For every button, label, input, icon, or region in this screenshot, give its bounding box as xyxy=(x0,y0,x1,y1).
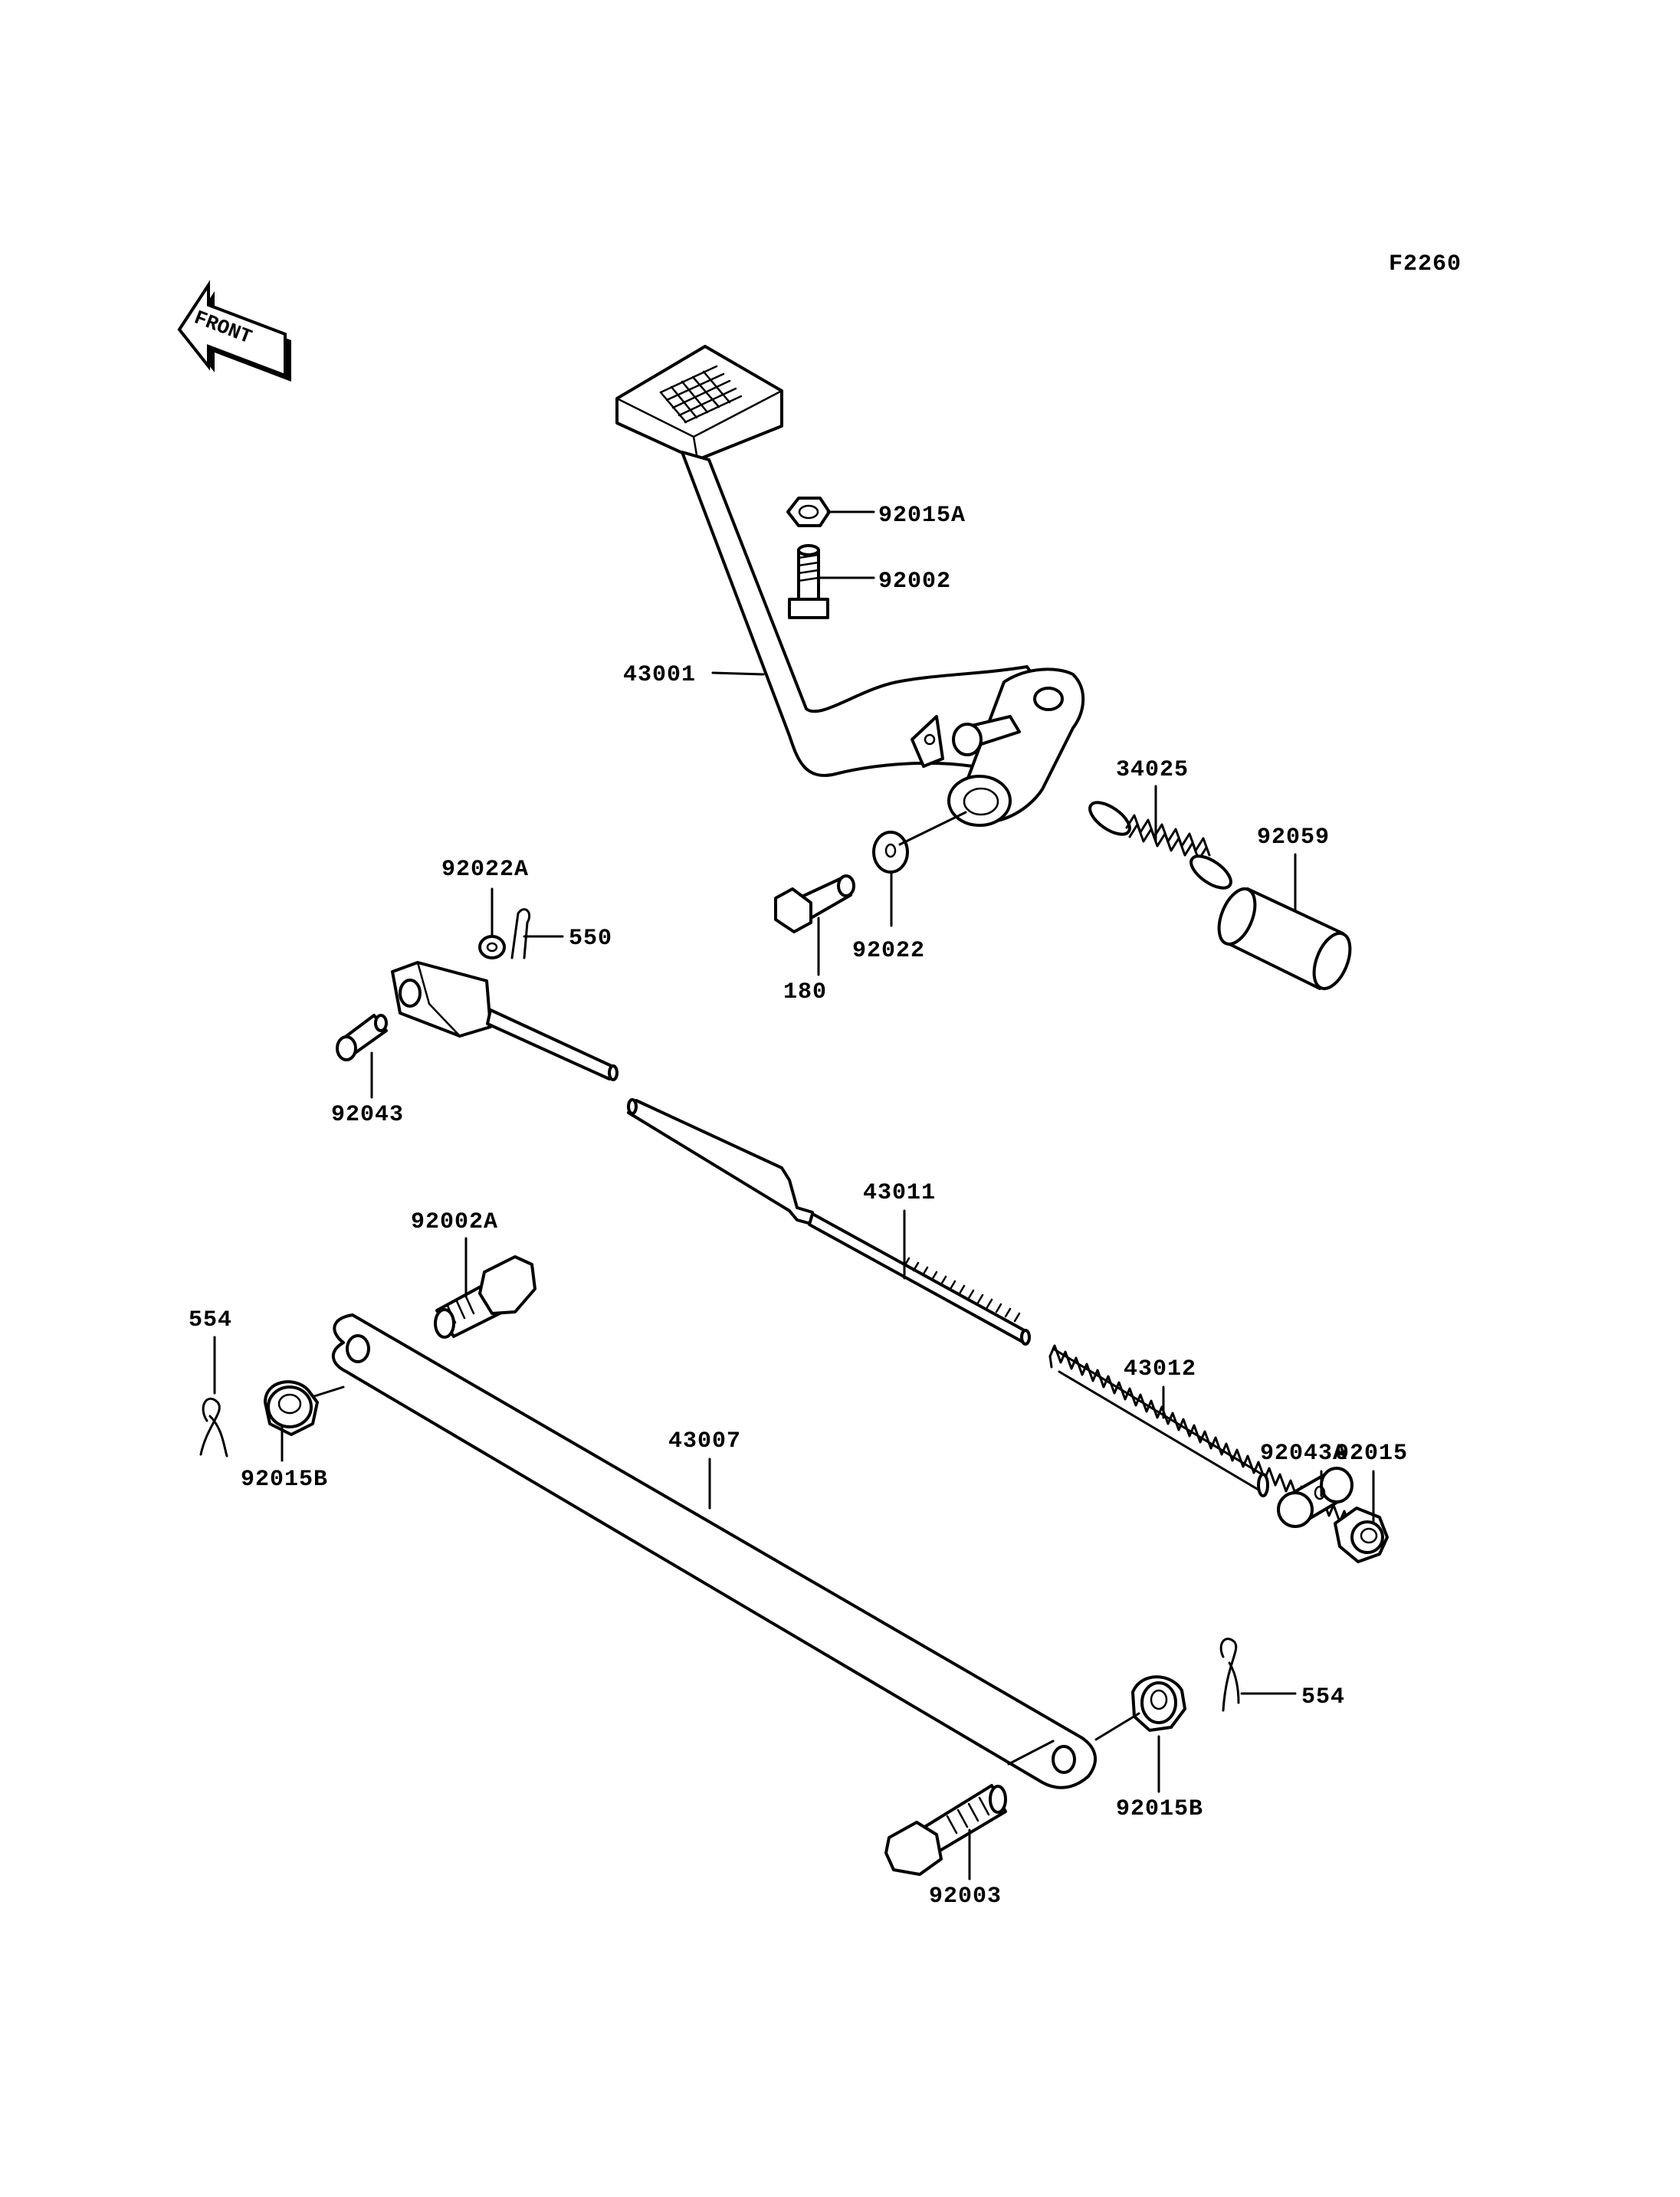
brake-rod-43011 xyxy=(391,961,1031,1346)
cotter-pin-550 xyxy=(510,908,531,959)
brake-lever-43007 xyxy=(332,1313,1098,1789)
label-92002A: 92002A xyxy=(411,1209,498,1235)
label-92003: 92003 xyxy=(929,1884,1002,1910)
washer-92022 xyxy=(872,831,909,874)
flange-nut-92015B-left xyxy=(264,1380,319,1436)
clevis-pin-92043 xyxy=(336,1014,388,1061)
label-554-left: 554 xyxy=(189,1307,232,1333)
nut-92015A xyxy=(786,497,831,527)
label-43001: 43001 xyxy=(623,662,696,688)
bolt-92002 xyxy=(788,544,829,619)
label-43007: 43007 xyxy=(668,1428,741,1454)
nut-92015 xyxy=(1334,1507,1389,1563)
washer-92022A xyxy=(478,935,506,959)
trunnion-92043A xyxy=(1277,1467,1354,1528)
bolt-180 xyxy=(774,874,855,933)
spring-clip-554-right xyxy=(1219,1638,1240,1712)
label-43012: 43012 xyxy=(1124,1356,1196,1382)
label-34025: 34025 xyxy=(1116,757,1189,783)
bolt-92002A xyxy=(434,1255,536,1339)
brake-pedal-43001 xyxy=(615,345,1085,827)
leader-lines xyxy=(213,510,1375,1881)
label-92043A: 92043A xyxy=(1260,1441,1347,1467)
label-43011: 43011 xyxy=(863,1180,936,1206)
label-180: 180 xyxy=(783,979,827,1005)
label-92015A: 92015A xyxy=(878,503,966,529)
spring-34025 xyxy=(1088,801,1232,890)
front-arrow-icon: FRONT xyxy=(177,280,291,382)
bolt-92003 xyxy=(884,1784,1007,1876)
label-92022A: 92022A xyxy=(441,857,529,883)
label-550: 550 xyxy=(569,926,612,952)
label-92015: 92015 xyxy=(1335,1441,1408,1467)
collar-92059 xyxy=(1217,887,1352,991)
flange-nut-92015B-right xyxy=(1131,1675,1186,1732)
label-92043: 92043 xyxy=(331,1102,404,1128)
spring-clip-554-left xyxy=(199,1397,228,1458)
label-92015B-right: 92015B xyxy=(1116,1796,1203,1822)
label-92022: 92022 xyxy=(852,938,925,964)
part-labels: 43001 92015A 92002 34025 92059 92022A 55… xyxy=(189,503,1408,1910)
label-92002: 92002 xyxy=(878,569,951,595)
label-92015B-left: 92015B xyxy=(241,1467,328,1493)
label-92059: 92059 xyxy=(1257,825,1330,851)
figure-code: F2260 xyxy=(1389,251,1462,277)
label-554-right: 554 xyxy=(1301,1684,1345,1710)
